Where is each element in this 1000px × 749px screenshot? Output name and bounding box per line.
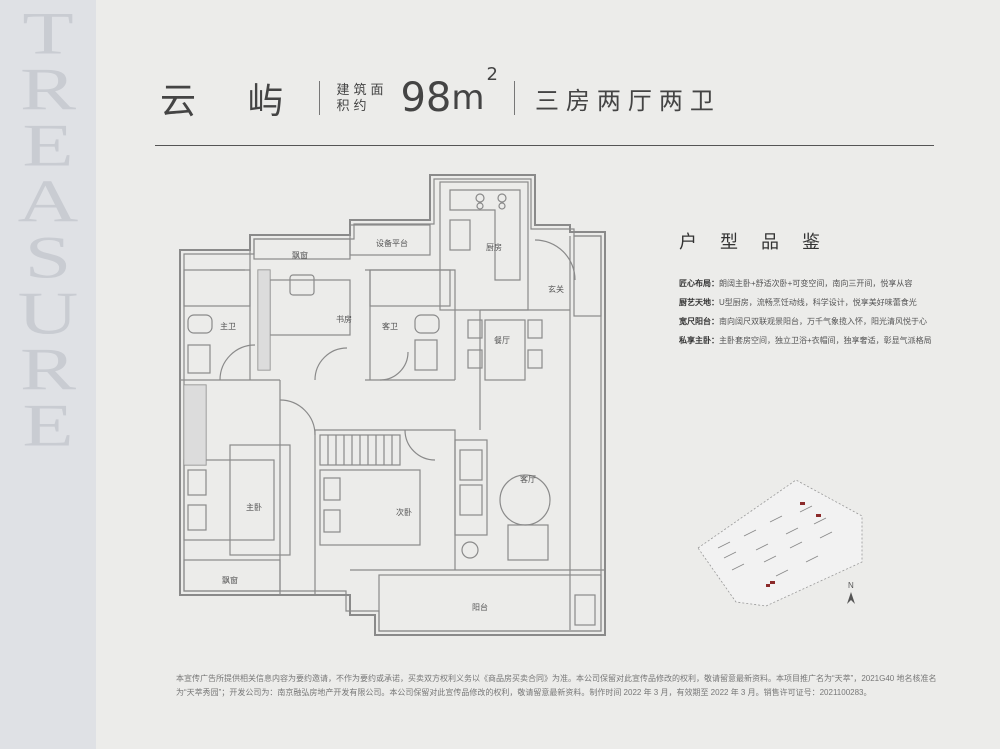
feature-item: 匠心布局：朗阔主卧+舒适次卧+可变空间，南向三开间，悦享从容	[679, 274, 979, 293]
feature-label: 匠心布局：	[679, 279, 719, 288]
side-watermark-letter: T	[22, 0, 74, 68]
feature-label: 厨艺天地：	[679, 298, 719, 307]
floor-plan: 飘窗 设备平台 厨房 主卫 书房 客卫 玄关 餐厅 客厅 主卧 次卧 飘窗 阳台	[179, 174, 606, 636]
room-kitchen: 厨房	[486, 242, 502, 252]
feature-label: 私享主卧：	[679, 336, 719, 345]
side-watermark-letter: E	[22, 392, 74, 460]
room-balcony: 阳台	[472, 602, 488, 612]
compass-icon	[847, 592, 855, 604]
header-divider-2	[513, 81, 515, 115]
feature-label: 宽尺阳台：	[679, 317, 719, 326]
feature-item: 私享主卧：主卧套房空间，独立卫浴+衣帽间，独享奢适，彰显气派格局	[679, 331, 979, 350]
room-guest-bath: 客卫	[382, 321, 398, 331]
side-watermark-letter: R	[19, 56, 77, 124]
room-second-bed: 次卧	[396, 507, 412, 517]
compass-label: N	[848, 581, 854, 590]
room-equipment: 设备平台	[376, 238, 408, 248]
area-unit: m2	[451, 64, 498, 118]
room-entrance: 玄关	[548, 284, 564, 294]
feature-item: 宽尺阳台：南向阔尺双联观景阳台，万千气象揽入怀，阳光清风悦于心	[679, 312, 979, 331]
header-rule	[155, 145, 934, 146]
compass: N	[847, 581, 855, 604]
feature-text: 朗阔主卧+舒适次卧+可变空间，南向三开间，悦享从容	[719, 279, 913, 288]
features-list: 匠心布局：朗阔主卧+舒适次卧+可变空间，南向三开间，悦享从容 厨艺天地：U型厨房…	[679, 274, 979, 350]
side-watermark-letter: R	[19, 336, 77, 404]
side-watermark-letter: E	[22, 112, 74, 180]
site-plan: N	[697, 479, 863, 607]
site-buildings	[717, 505, 833, 577]
header: 云 屿 建筑面积约 98 m2 三房两厅两卫	[160, 64, 721, 124]
side-watermark-letter: U	[17, 280, 79, 348]
area-value: 98	[400, 75, 452, 121]
site-boundary	[697, 479, 863, 607]
feature-text: 南向阔尺双联观景阳台，万千气象揽入怀，阳光清风悦于心	[719, 317, 927, 326]
area-label: 建筑面积约	[336, 82, 388, 113]
feature-text: 主卧套房空间，独立卫浴+衣帽间，独享奢适，彰显气派格局	[719, 336, 932, 345]
room-master-bed: 主卧	[246, 502, 262, 512]
unit-name: 云 屿	[160, 81, 304, 122]
area-unit-sup: 2	[486, 64, 498, 85]
site-highlights	[766, 502, 821, 587]
area-unit-m: m	[451, 78, 485, 118]
room-living: 客厅	[520, 474, 536, 484]
features-title: 户 型 品 鉴	[679, 232, 830, 252]
room-master-bath: 主卫	[220, 321, 236, 331]
room-bay-bottom: 飘窗	[222, 575, 238, 585]
room-study: 书房	[336, 314, 352, 324]
header-divider	[319, 81, 321, 115]
room-bay-top: 飘窗	[292, 250, 308, 260]
layout-type: 三房两厅两卫	[534, 87, 721, 115]
side-watermark-letter: A	[17, 168, 79, 236]
feature-item: 厨艺天地：U型厨房，流畅烹饪动线，科学设计，悦享美好味蕾食光	[679, 293, 979, 312]
feature-text: U型厨房，流畅烹饪动线，科学设计，悦享美好味蕾食光	[719, 298, 917, 307]
disclaimer: 本宣传广告所提供相关信息内容为要约邀请，不作为要约或承诺，买卖双方权利义务以《商…	[176, 674, 937, 697]
side-watermark-letter: S	[24, 224, 72, 292]
room-dining: 餐厅	[494, 336, 510, 345]
